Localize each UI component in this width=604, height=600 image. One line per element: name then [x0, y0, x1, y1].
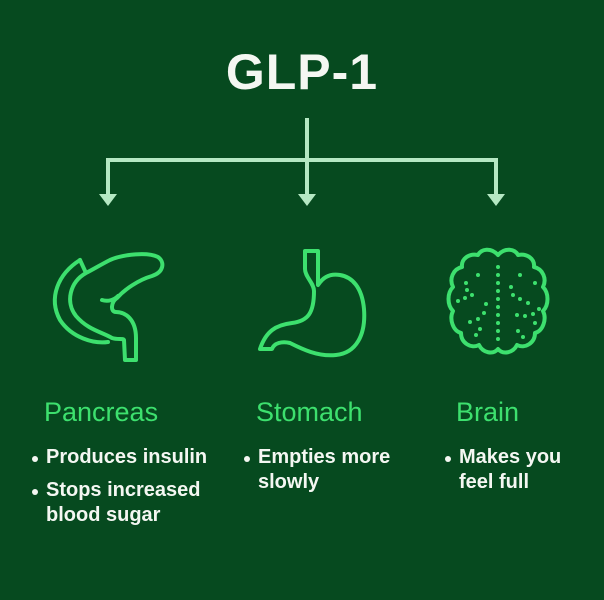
pancreas-icon	[52, 252, 165, 362]
diagram-title: GLP-1	[225, 44, 379, 100]
bullet-item: Makes you feel full	[443, 445, 593, 495]
connector-bar	[106, 158, 498, 196]
stomach-label: Stomach	[256, 397, 363, 427]
arrow-pancreas	[99, 194, 117, 206]
brain-icon	[446, 247, 550, 355]
arrow-brain	[487, 194, 505, 206]
brain-bullets: Makes you feel full	[443, 445, 593, 503]
bullet-item: Produces insulin	[30, 445, 240, 470]
pancreas-bullets: Produces insulin Stops increased blood s…	[30, 445, 240, 536]
stomach-icon	[258, 249, 367, 358]
brain-label: Brain	[456, 397, 520, 427]
arrow-stomach	[298, 194, 316, 206]
stomach-bullets: Empties more slowly	[242, 445, 412, 503]
bullet-item: Empties more slowly	[242, 445, 412, 495]
pancreas-label: Pancreas	[44, 397, 159, 427]
brain-dots	[456, 265, 541, 341]
bullet-item: Stops increased blood sugar	[30, 478, 240, 528]
